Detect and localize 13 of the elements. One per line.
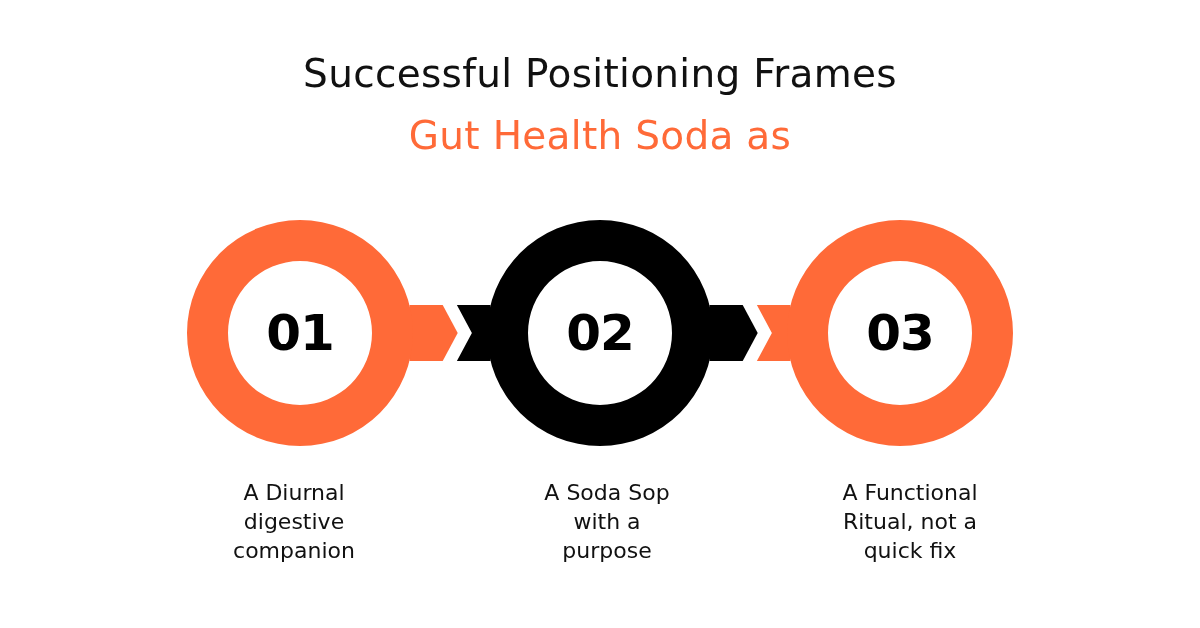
step-number: 01	[266, 305, 334, 361]
title: Successful Positioning Frames	[303, 50, 897, 98]
number-ring	[487, 220, 713, 446]
step-description: A Soda Sop with a purpose	[543, 479, 671, 565]
step-number: 03	[866, 305, 934, 361]
number-ring	[787, 220, 1013, 446]
step-description: A Functional Ritual, not a quick fix	[841, 479, 979, 565]
number-ring	[187, 220, 413, 446]
subtitle: Gut Health Soda as	[408, 112, 792, 160]
step-number: 02	[566, 305, 634, 361]
chevron-arrow	[409, 305, 491, 361]
chevron-arrow	[709, 305, 791, 361]
step-description: A Diurnal digestive companion	[232, 479, 356, 565]
